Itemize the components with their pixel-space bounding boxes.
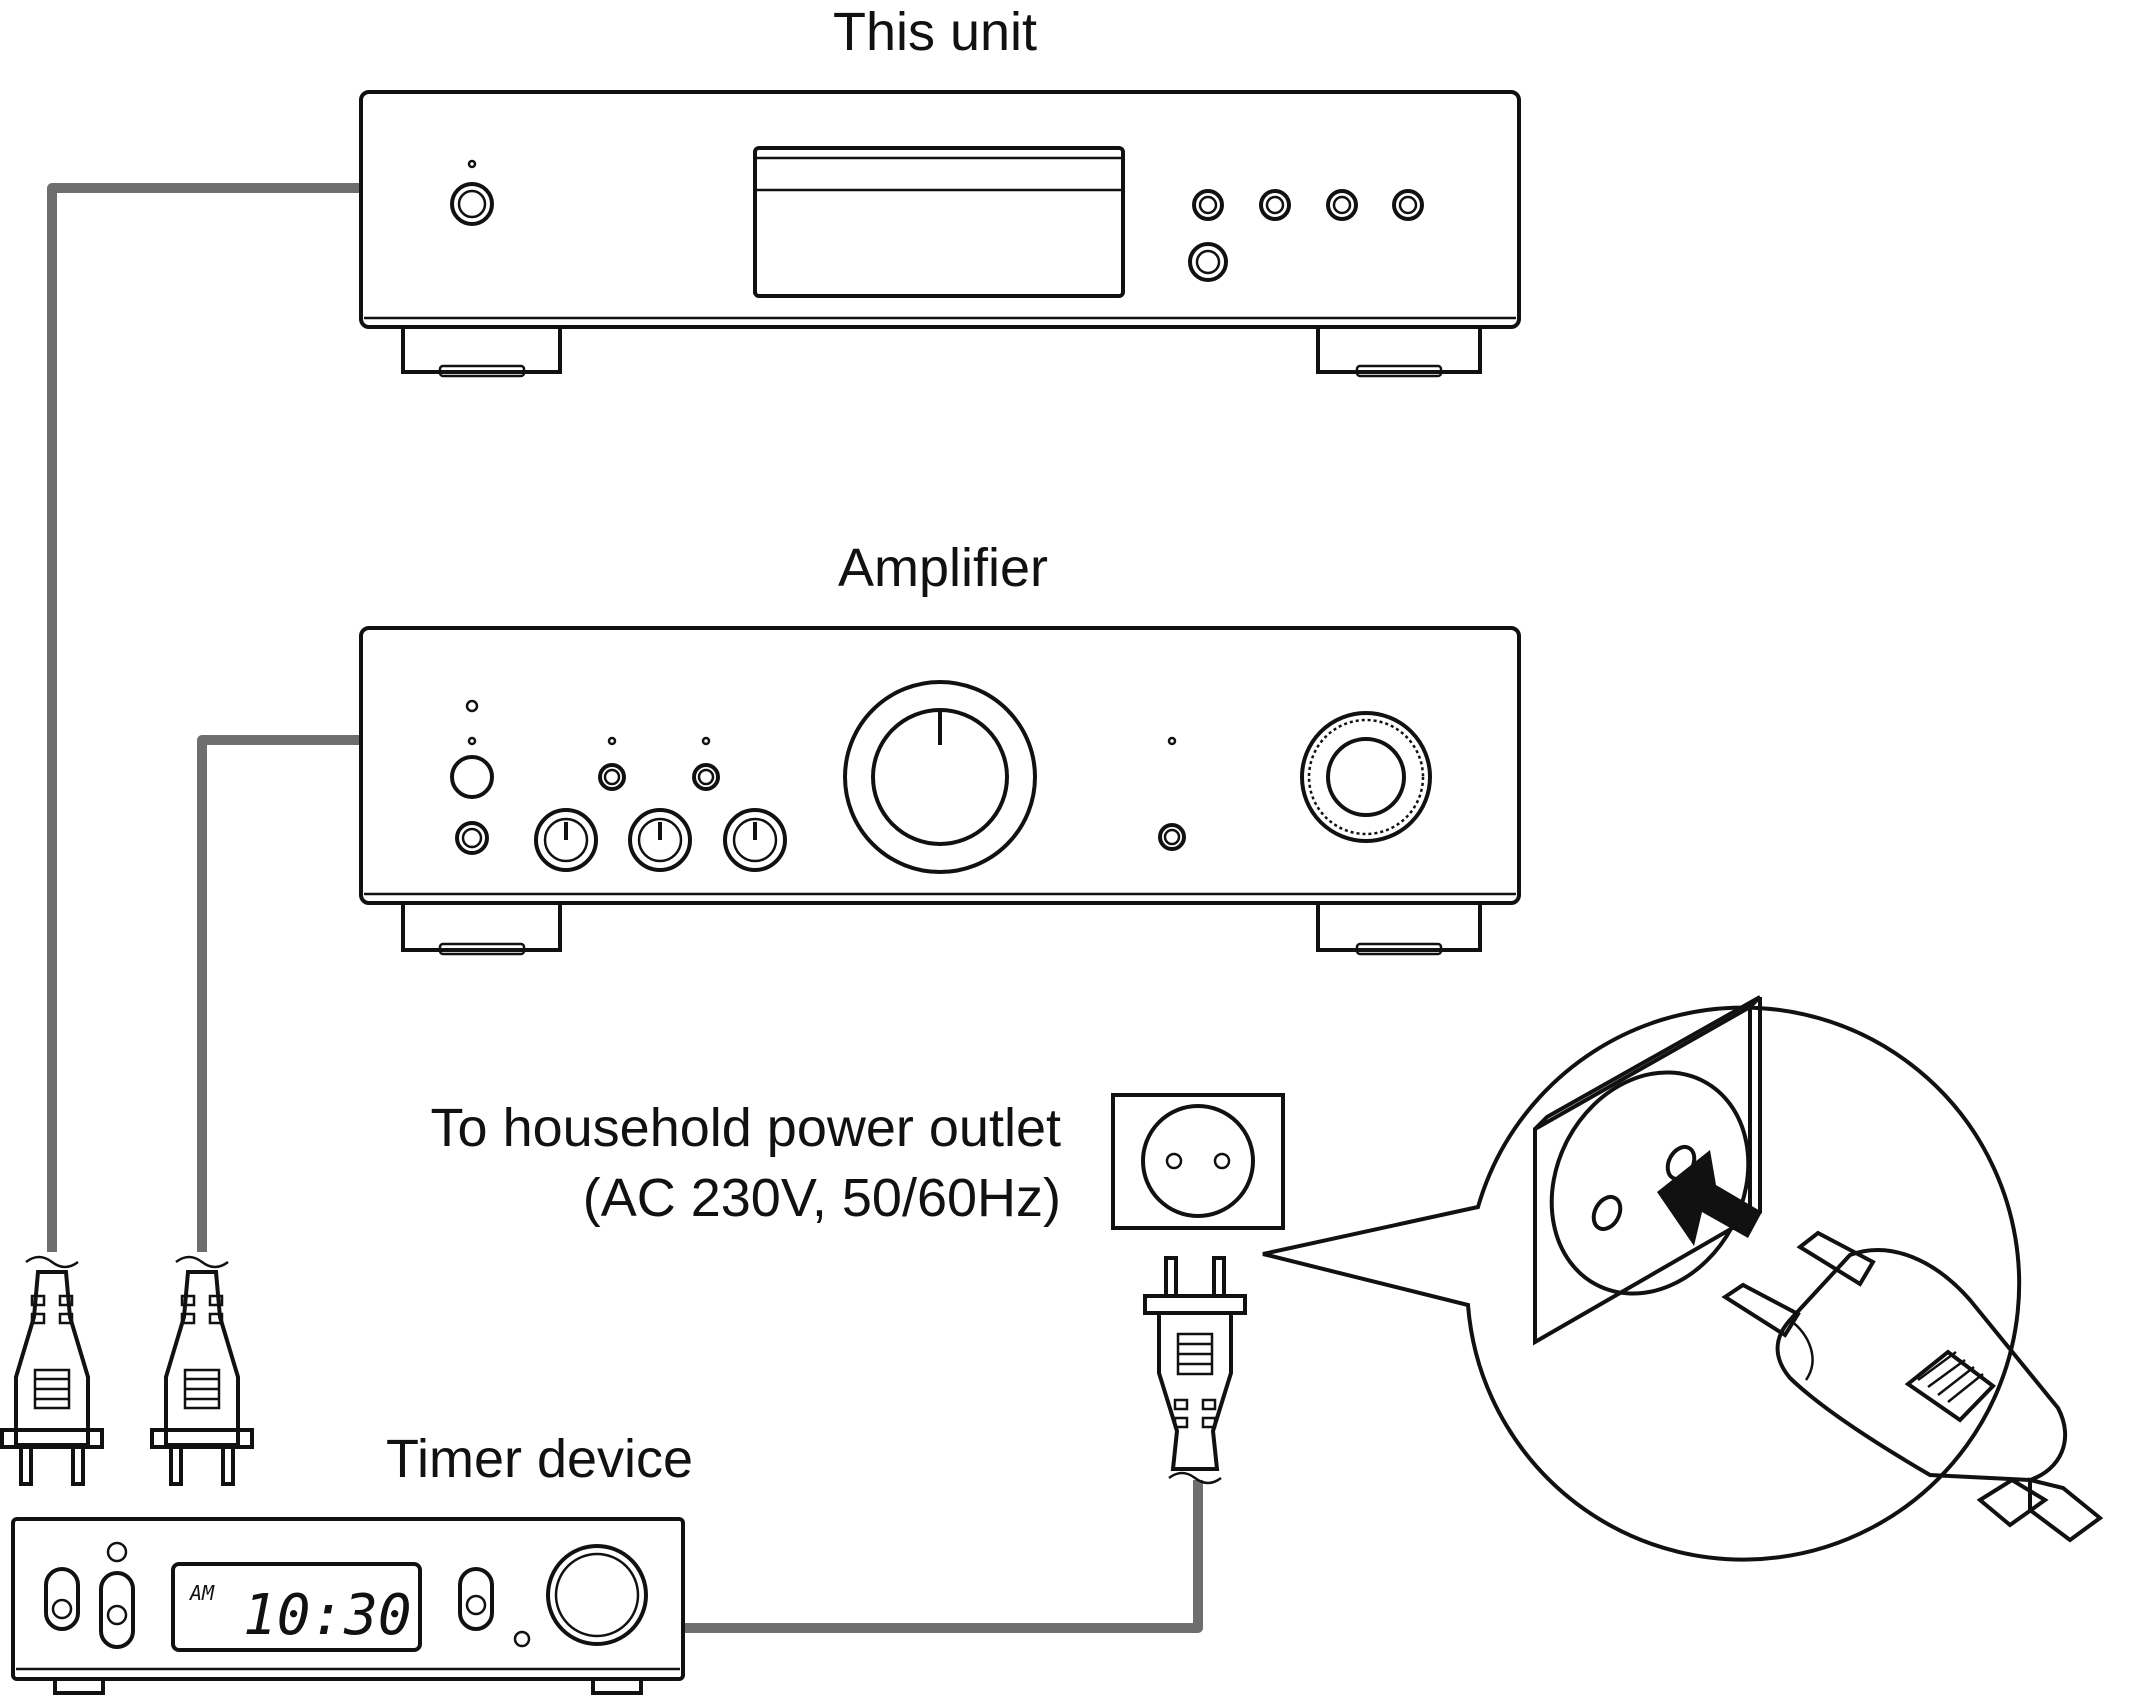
outlet-label-line1: To household power outlet	[431, 1098, 1061, 1158]
plug-amplifier	[150, 1255, 254, 1486]
cable-amplifier	[197, 735, 361, 1252]
callout-plug	[1721, 1230, 2104, 1543]
timer-display-period: AM	[188, 1581, 215, 1605]
power-cables	[47, 183, 1203, 1633]
plug-timer	[1143, 1256, 1247, 1485]
plug-this-unit	[0, 1255, 104, 1486]
amplifier-device	[359, 626, 1521, 956]
this-unit-buttons	[1188, 189, 1424, 282]
timer-display-time: 10:30	[243, 1583, 412, 1648]
amplifier-label: Amplifier	[838, 538, 1048, 598]
outlet-label-line2: (AC 230V, 50/60Hz)	[583, 1168, 1061, 1228]
this-unit-device	[359, 90, 1521, 378]
tone-knobs	[534, 808, 787, 872]
insert-arrow	[1657, 1150, 1762, 1246]
callout-wall-socket	[1533, 995, 1762, 1346]
cable-timer-to-outlet	[683, 1480, 1203, 1633]
wall-outlet	[1111, 1093, 1285, 1230]
timer-device: AM 10:30	[11, 1517, 685, 1695]
timer-device-label: Timer device	[386, 1429, 693, 1489]
timer-display	[171, 1562, 422, 1652]
this-unit-label: This unit	[833, 2, 1037, 62]
insertion-callout	[1262, 995, 2104, 1562]
cable-this-unit	[47, 183, 361, 1252]
